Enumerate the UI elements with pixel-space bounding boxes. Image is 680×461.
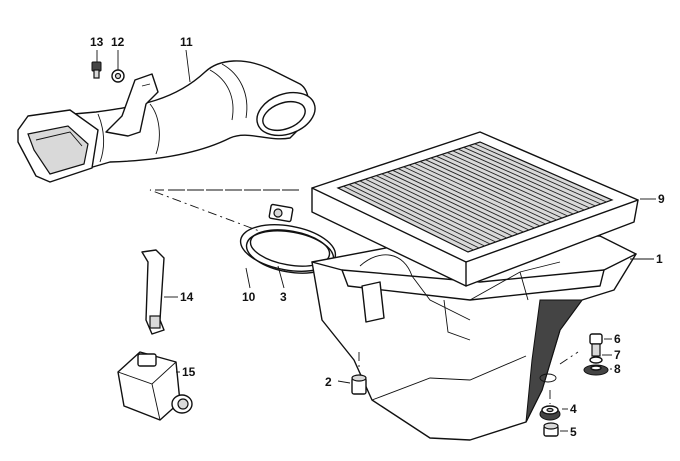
spacer-part	[543, 422, 559, 437]
part-number-14: 14	[180, 290, 194, 304]
rubber-mount-part	[583, 364, 609, 376]
filter-pleat-line	[386, 171, 519, 235]
filter-pleat-line	[397, 168, 530, 231]
part-number-13: 13	[90, 35, 104, 49]
filter-pleat-line	[354, 182, 485, 247]
filter-pleat-line	[403, 166, 535, 229]
part-number-9: 9	[658, 192, 665, 206]
part-number-3: 3	[280, 290, 287, 304]
part-number-labels: 13 12 11 9 1 14 10 3 15 2 6 7 8 4 5	[90, 35, 665, 439]
filter-pleat-line	[408, 164, 541, 227]
filter-housing-part	[311, 233, 637, 441]
filter-pleat-line	[348, 184, 480, 249]
filter-pleat-line	[343, 185, 474, 251]
filter-pleat-line	[392, 169, 524, 233]
screw-part	[91, 61, 102, 79]
filter-pleat-line	[419, 161, 552, 223]
filter-pleat-line	[376, 175, 507, 239]
filter-pleat-line	[474, 143, 607, 203]
mount-screw-part	[589, 333, 603, 357]
part-number-6: 6	[614, 332, 621, 346]
filter-pleat-line	[381, 173, 513, 237]
filter-pleat-line	[370, 176, 502, 241]
part-number-12: 12	[111, 35, 125, 49]
filter-pleat-line	[414, 162, 546, 225]
filter-pleat-line	[359, 180, 491, 245]
leader-lines	[96, 49, 656, 432]
retaining-strap-part	[141, 249, 165, 335]
filter-pleat-line	[441, 153, 574, 215]
part-number-10: 10	[242, 290, 256, 304]
filter-pleat-line	[457, 148, 591, 209]
intake-duct-part	[17, 60, 316, 183]
grommet-part	[539, 405, 561, 421]
filter-pleat-line	[452, 150, 585, 211]
mount-washer-part	[589, 356, 603, 364]
part-number-8: 8	[614, 362, 621, 376]
part-number-4: 4	[570, 402, 577, 416]
part-number-7: 7	[614, 348, 621, 362]
filter-element-part	[311, 131, 639, 287]
part-number-15: 15	[182, 365, 196, 379]
part-number-1: 1	[656, 252, 663, 266]
sensor-part	[117, 351, 193, 421]
filter-pleat-line	[365, 178, 496, 243]
filter-pleat-line	[436, 155, 568, 217]
filter-pleat-line	[447, 152, 579, 213]
bolt-part	[351, 352, 367, 395]
part-number-11: 11	[180, 35, 193, 49]
filter-pleat-line	[463, 146, 596, 207]
washer-part	[111, 69, 125, 83]
filter-pleat-line	[468, 145, 602, 205]
filter-pleats	[343, 143, 607, 251]
hose-clamp-part	[239, 203, 337, 274]
filter-pleat-line	[425, 159, 557, 221]
part-number-2: 2	[325, 375, 332, 389]
part-number-5: 5	[570, 425, 577, 439]
filter-pleat-line	[430, 157, 563, 219]
